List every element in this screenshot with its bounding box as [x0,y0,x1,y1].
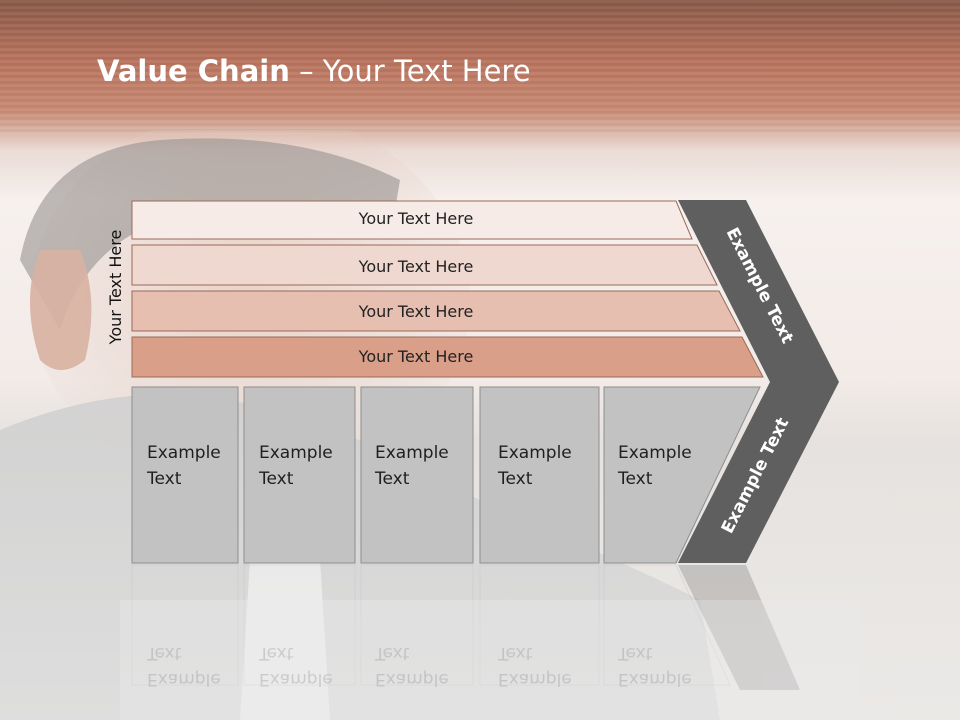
cell-1-line1: Example [147,443,221,463]
cell-3-reflection-line1: Example [375,669,449,689]
cell-4-reflection-line1: Example [498,669,572,689]
cell-4-reflection [479,564,600,686]
cell-3[interactable] [360,386,474,564]
row-4-bar[interactable] [131,336,764,378]
row-2-bar[interactable] [131,244,718,286]
cell-5-reflection [603,564,731,686]
cell-3-reflection [360,564,474,686]
row-4-label: Your Text Here [358,347,474,366]
cell-2-reflection [243,564,356,686]
title-rest: – Your Text Here [289,54,531,88]
chevron-arrow[interactable] [678,200,839,563]
cell-4-line1: Example [498,443,572,463]
cell-3-line1: Example [375,443,449,463]
row-1-bar[interactable] [131,200,693,240]
cell-4-line2: Text [497,469,533,489]
row-1-label: Your Text Here [358,209,474,228]
cell-1-reflection [131,564,239,686]
cell-2-reflection-line2: Text [258,643,294,663]
cell-3-reflection-line2: Text [374,643,410,663]
row-2-label: Your Text Here [358,257,474,276]
chevron-reflection [678,565,800,690]
cell-1[interactable] [131,386,239,564]
cell-1-line2: Text [146,469,182,489]
cell-2[interactable] [243,386,356,564]
cell-5-line1: Example [618,443,692,463]
row-3-label: Your Text Here [358,302,474,321]
reflection-group: Example Text Example Text Example Text E… [131,564,800,690]
cell-5[interactable] [603,386,761,564]
cell-2-line1: Example [259,443,333,463]
cell-5-reflection-line2: Text [617,643,653,663]
title-bold: Value Chain [97,54,290,88]
cell-3-line2: Text [374,469,410,489]
cell-2-reflection-line1: Example [259,669,333,689]
side-label: Your Text Here [106,230,125,346]
cell-4[interactable] [479,386,600,564]
cell-1-reflection-line2: Text [146,643,182,663]
cells-group: Example Text Example Text Example Text E… [131,386,761,564]
cell-5-reflection-line1: Example [618,669,692,689]
reflection-fade [120,600,860,720]
cell-2-line2: Text [258,469,294,489]
row-3-bar[interactable] [131,290,741,332]
slide-title: Value Chain – Your Text Here [97,54,531,88]
cell-5-line2: Text [617,469,653,489]
cell-1-reflection-line1: Example [147,669,221,689]
header-band [0,0,960,135]
cell-4-reflection-line2: Text [497,643,533,663]
rows-group: Your Text Here Your Text Here Your Text … [131,200,764,378]
